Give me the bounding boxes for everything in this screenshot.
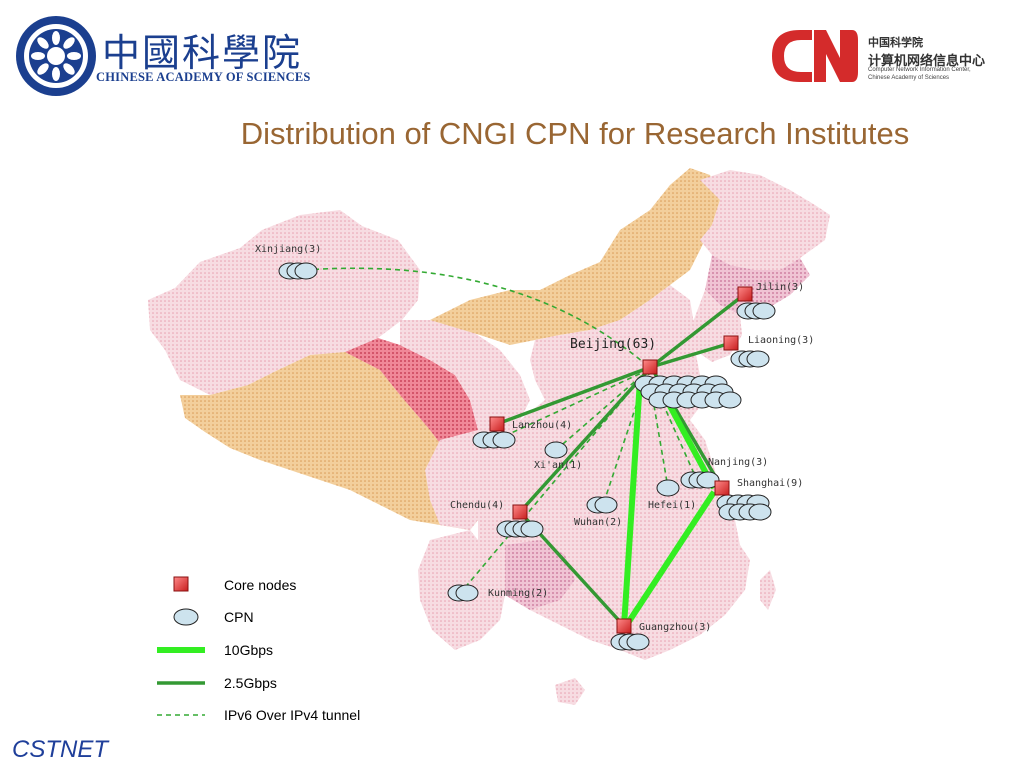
cpn [544,441,568,459]
legend-cpn-icon [173,608,199,626]
label-wuhan: Wuhan(2) [574,517,622,528]
cpn [520,520,544,538]
core-nodes [489,286,753,634]
core-node-chendu [512,504,528,520]
cas-logo-chinese: 中國科學院 [102,31,303,75]
core-node-jilin [737,286,753,302]
region-jilin [705,255,810,315]
region-heilongjiang [700,170,830,270]
label-kunming: Kunming(2) [488,588,548,599]
core-node-lanzhou [489,416,505,432]
cnic-logo-mark [772,30,858,82]
cas-seal-logo [16,16,96,96]
link-beijing-guangzhou [621,379,643,627]
china-map [148,168,830,705]
label-lanzhou: Lanzhou(4) [512,420,572,431]
tunnel-xinjiang-beijing [304,267,651,369]
cpn [626,633,650,651]
legend-cpn-label: CPN [224,609,254,625]
core-node-beijing [642,359,658,375]
cpn [455,584,479,602]
cpn [748,503,772,521]
cnic-logo-chinese-2: 计算机网络信息中心 [868,53,986,68]
link-beijing-jilin [649,292,747,369]
label-jilin: Jilin(3) [756,282,804,293]
cpn [294,262,318,280]
legend-tunnel-label: IPv6 Over IPv4 tunnel [224,707,361,723]
cpn-cluster-beijing [634,375,742,409]
region-guizhou [505,540,575,610]
label-nanjing: Nanjing(3) [708,457,768,468]
region-sichuan [425,430,478,530]
tunnel-beijing-lanzhou [495,369,649,441]
node-labels: Xinjiang(3) Beijing(63) Jilin(3) Liaonin… [255,244,814,633]
link-beijing-liaoning [650,341,732,369]
cpn [656,479,680,497]
footer-brand: CSTNET [12,736,108,763]
region-gansu [400,320,530,430]
cas-logo-english: CHINESE ACADEMY OF SCIENCES [96,70,311,84]
region-qinghai [345,338,478,470]
label-hefei: Hefei(1) [648,500,696,511]
region-inner-mongolia [430,168,720,345]
page-title: Distribution of CNGI CPN for Research In… [240,116,910,151]
cpn [752,302,776,320]
region-taiwan [760,570,776,610]
cnic-logo-english-2: Chinese Academy of Sciences [868,75,950,81]
cnic-logo-english-1: Computer Network Information Center, [868,67,971,73]
link-beijing-chendu [518,365,653,514]
cpn [696,471,720,489]
legend-core-icon [173,576,189,592]
legend-10g-label: 10Gbps [224,642,274,658]
tunnel-beijing-wuhan [602,369,649,506]
label-shanghai: Shanghai(9) [737,478,803,489]
cpn-groups [278,262,776,651]
label-xian: Xi'an(1) [534,460,582,471]
legend-25g-label: 2.5Gbps [224,675,277,691]
region-xinjiang [148,210,420,395]
legend-core-label: Core nodes [224,577,297,593]
link-shanghai-guangzhou [623,490,717,628]
cpn [594,496,618,514]
region-hainan [555,678,585,705]
cpn [746,350,770,368]
legend-graphics [157,576,205,716]
label-chendu: Chendu(4) [450,500,504,511]
core-node-shanghai [714,480,730,496]
label-xinjiang: Xinjiang(3) [255,244,321,255]
core-node-guangzhou [616,618,632,634]
region-tibet [180,352,478,530]
cnic-logo-chinese-1: 中国科学院 [868,37,923,49]
label-guangzhou: Guangzhou(3) [639,622,711,633]
label-liaoning: Liaoning(3) [748,335,814,346]
cpn [492,431,516,449]
core-node-liaoning [723,335,739,351]
label-beijing: Beijing(63) [570,337,656,352]
link-beijing-lanzhou [496,365,652,426]
tunnel-beijing-xian [555,369,649,451]
